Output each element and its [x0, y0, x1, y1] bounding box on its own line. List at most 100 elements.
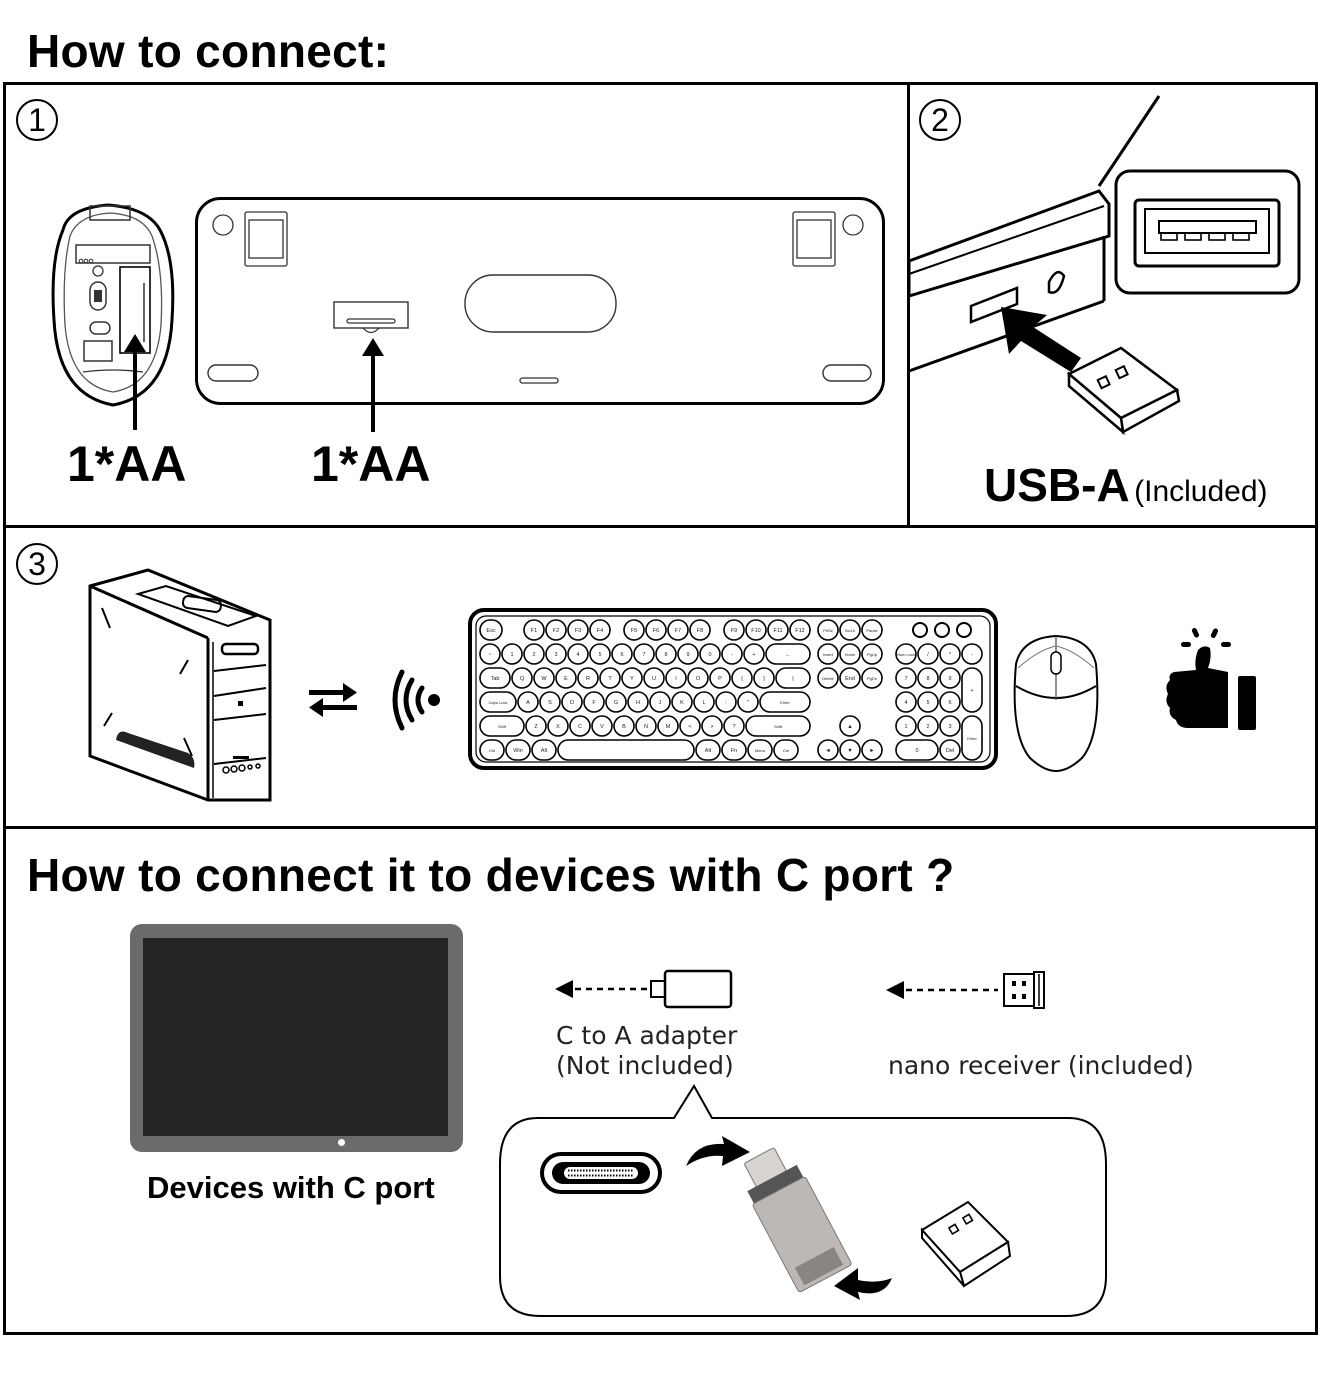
keyboard-key-label: +: [752, 652, 755, 658]
keyboard-key-label: Win: [513, 748, 522, 754]
keyboard-key-label: Num Lock: [897, 652, 915, 657]
usb-a-main-text: USB-A: [984, 459, 1130, 511]
keyboard-key: [759, 691, 811, 713]
keyboard-key: [689, 619, 711, 641]
step-number-3: 3: [16, 543, 58, 585]
keyboard-key: [861, 739, 883, 761]
keyboard-key-label: ~: [488, 652, 491, 658]
keyboard-key: [817, 619, 839, 641]
keyboard-key: [775, 667, 811, 689]
keyboard-key-label: N: [644, 724, 648, 730]
keyboard-key-label: F6: [653, 628, 659, 634]
keyboard-key-label: ScrLk: [845, 628, 855, 633]
keyboard-key: [567, 643, 589, 665]
keyboard-key-label: Y: [630, 676, 634, 682]
keyboard-key: [567, 619, 589, 641]
keyboard-key: [589, 643, 611, 665]
keyboard-key: [623, 619, 645, 641]
keyboard-key: [525, 715, 547, 737]
keyboard-key-label: F1: [531, 628, 537, 634]
keyboard-key-label: M: [666, 724, 671, 730]
keyboard-key-label: S: [548, 700, 552, 706]
adapter-label-line2: (Not included): [556, 1051, 734, 1080]
keyboard-key: [817, 667, 839, 689]
keyboard-key: [961, 643, 983, 665]
keyboard-key-label: 1: [510, 652, 513, 658]
keyboard-key-label: H: [636, 700, 640, 706]
page-title: How to connect:: [27, 25, 390, 77]
keyboard-key: [533, 667, 555, 689]
keyboard-key: [479, 619, 503, 641]
keyboard-key-label: A: [526, 700, 530, 706]
keyboard-key: [839, 739, 861, 761]
keyboard-key-label: ►: [869, 748, 874, 754]
keyboard-key-label: Esc: [486, 628, 495, 634]
keyboard-key-label: <: [688, 724, 691, 730]
keyboard-key: [613, 715, 635, 737]
thumbs-up-icon: [1166, 628, 1256, 730]
keyboard-key: [839, 715, 861, 737]
keyboard-key: [895, 715, 917, 737]
keyboard-key: [545, 619, 567, 641]
keyboard-key-label: 4: [576, 652, 579, 658]
keyboard-key-label: P: [718, 676, 722, 682]
keyboard-key-label: 9: [948, 676, 951, 682]
keyboard-key: [561, 691, 583, 713]
tablet-home-button: [338, 1139, 345, 1146]
keyboard-key-label: :: [725, 700, 727, 706]
keyboard-key-label: 5: [926, 700, 929, 706]
keyboard-key: [679, 715, 701, 737]
indicator-light-icon: [934, 622, 950, 638]
keyboard-key-label: G: [614, 700, 618, 706]
keyboard-key: [817, 643, 839, 665]
keyboard-key: [939, 691, 961, 713]
keyboard-key-label: 6: [620, 652, 623, 658]
keyboard-key-label: Menu: [755, 748, 765, 753]
keyboard-key: [643, 667, 665, 689]
keyboard-key: [523, 643, 545, 665]
keyboard-key-label: F4: [597, 628, 603, 634]
keyboard-key: [709, 667, 731, 689]
keyboard-key: [665, 667, 687, 689]
usb-a-note-text: (Included): [1134, 475, 1268, 508]
keyboard-key: [861, 619, 883, 641]
adapter-label-line1: C to A adapter: [556, 1021, 738, 1050]
keyboard-key-label: U: [652, 676, 656, 682]
adapter-dotted-arrow-icon: [555, 969, 733, 1009]
keyboard-key-label: 3: [948, 724, 951, 730]
tablet-screen: [143, 938, 448, 1136]
keyboard-key: [737, 691, 759, 713]
keyboard-key-label: Shift: [774, 724, 783, 729]
keyboard-key: [895, 667, 917, 689]
keyboard-key-label: F3: [575, 628, 581, 634]
keyboard-key-label: Ctrl: [489, 748, 495, 753]
arrow-up-icon: [362, 338, 384, 432]
keyboard-key-label: F5: [631, 628, 637, 634]
keyboard-key: [591, 715, 613, 737]
tablet-icon: [130, 924, 463, 1152]
keyboard-key: [773, 739, 799, 761]
keyboard-key: [715, 691, 737, 713]
mouse-top-icon: [1013, 634, 1099, 773]
keyboard-key-label: Alt: [705, 748, 712, 754]
usb-a-label: USB-A (Included): [984, 458, 1268, 512]
keyboard-key-label: PrtSc: [823, 628, 833, 633]
keyboard-key-label: Enter: [967, 736, 977, 741]
keyboard-key-label: X: [556, 724, 560, 730]
keyboard-key-label: PgUp: [867, 652, 878, 657]
keyboard-key-label: T: [608, 676, 612, 682]
keyboard-key-label: 4: [904, 700, 907, 706]
keyboard-key-label: F: [592, 700, 596, 706]
keyboard-key: [501, 643, 523, 665]
keyboard-key-label: F10: [751, 628, 760, 634]
keyboard-key-label: ▲: [847, 724, 852, 730]
keyboard-key: [505, 739, 531, 761]
keyboard-key: [917, 715, 939, 737]
keyboard-key: [671, 691, 693, 713]
keyboard-key-label: 0: [708, 652, 711, 658]
keyboard-key: [633, 643, 655, 665]
keyboard-key: [731, 667, 753, 689]
keyboard-key-label: 2: [532, 652, 535, 658]
receiver-dotted-arrow-icon: [886, 971, 1045, 1009]
keyboard-key-label: L: [702, 700, 705, 706]
